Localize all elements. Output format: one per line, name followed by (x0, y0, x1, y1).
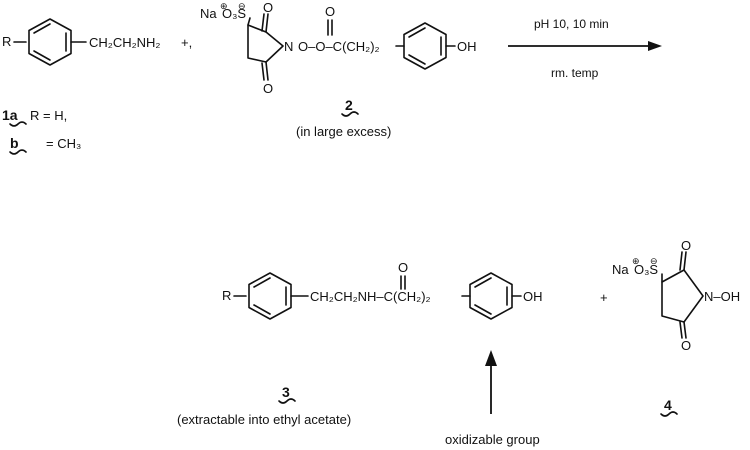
product-4-sulfonate: O₃S (634, 262, 658, 277)
oxidizable-arrow-head (485, 350, 497, 366)
compound-4-underline (660, 411, 678, 417)
compound-2-note: (in large excess) (296, 124, 391, 139)
phenol-ring-2 (403, 22, 447, 70)
benzene-ring-3 (248, 272, 292, 320)
compound-3-note: (extractable into ethyl acetate) (177, 412, 351, 427)
reactant-2-o-top: O (263, 0, 273, 15)
product-4-counterion: Na (612, 262, 629, 277)
condition-temperature: rm. temp (551, 66, 599, 80)
succinimide-ring (247, 24, 284, 63)
product-3-structure: R CH₂CH₂NH–C(CH₂)₂ O OH (222, 260, 543, 320)
product-3-oh: OH (523, 289, 543, 304)
reactant-1-r-label: R (2, 34, 11, 49)
phenol-ring-3 (469, 272, 513, 320)
benzene-ring-1 (28, 18, 72, 66)
product-4-charge-minus: ⊖ (650, 256, 658, 266)
reactant-2-n-atom: N (284, 39, 293, 54)
compound-2-id: 2 (345, 97, 353, 113)
reactant-2-carbonyl-o: O (325, 4, 335, 19)
reactant-1-chain: CH₂CH₂NH₂ (89, 35, 160, 50)
reaction-arrow-head (648, 41, 662, 51)
compound-1a-id: 1a (2, 107, 18, 123)
reactant-2-oh: OH (457, 39, 477, 54)
reactant-2-o-bottom: O (263, 81, 273, 96)
reactant-1-structure: R CH₂CH₂NH₂ (2, 18, 160, 66)
reactant-2-sulfonate: O₃S (222, 6, 246, 21)
plus-sign-2: + (600, 290, 608, 305)
product-4-charge-plus: ⊕ (632, 256, 640, 266)
reactant-2-structure: Na ⊕ O₃S ⊖ O O N O–O–C(CH₂)₂ O OH (200, 0, 477, 96)
compound-4-id: 4 (664, 397, 672, 413)
compound-1b-definition: = CH₃ (46, 136, 81, 151)
compound-3-underline (278, 398, 296, 404)
compound-2-underline (341, 111, 359, 117)
product-4-o-top: O (681, 238, 691, 253)
plus-sign-1: +, (181, 35, 192, 50)
reactant-2-charge-minus: ⊖ (238, 1, 246, 11)
compound-3-id: 3 (282, 384, 290, 400)
product-3-r-label: R (222, 288, 231, 303)
compound-1b-id: b (10, 135, 19, 151)
compound-1a-underline (9, 121, 27, 127)
product-4-structure: Na ⊕ O₃S ⊖ O O N–OH (612, 238, 740, 353)
product-3-carbonyl-o: O (398, 260, 408, 275)
compound-1b-underline (9, 149, 27, 155)
reactant-2-counterion: Na (200, 6, 217, 21)
compound-1a-definition: R = H, (30, 108, 67, 123)
oxidizable-group-label: oxidizable group (445, 432, 540, 447)
product-4-o-bottom: O (681, 338, 691, 353)
reactant-2-charge-plus: ⊕ (220, 1, 228, 11)
condition-ph-time: pH 10, 10 min (534, 17, 609, 31)
succinimide-ring-4 (661, 269, 704, 323)
reactant-2-linker: O–O–C(CH₂)₂ (298, 39, 380, 54)
product-3-chain: CH₂CH₂NH–C(CH₂)₂ (310, 289, 431, 304)
product-4-n-oh: N–OH (704, 289, 740, 304)
